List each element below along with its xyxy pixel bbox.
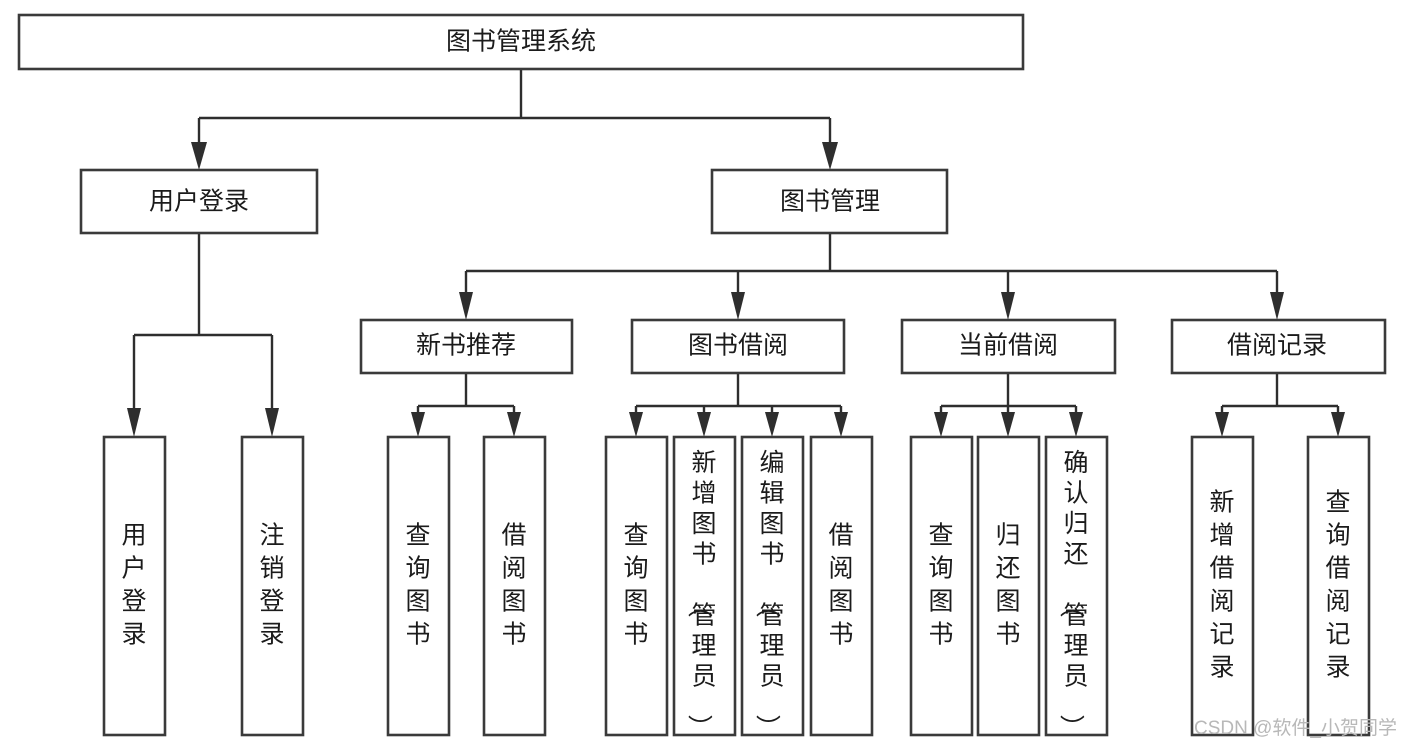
node-leaf-nbr-query-book-label: 查询图书	[405, 521, 430, 648]
arrow-head-current-borrow	[1001, 292, 1015, 320]
node-leaf-nbr-query-book[interactable]: 查询图书	[386, 435, 451, 737]
arrow-head-book-manage	[822, 142, 838, 170]
node-leaf-cb-return-book[interactable]: 归还图书	[976, 435, 1041, 737]
node-leaf-bb-borrow-book[interactable]: 借阅图书	[809, 435, 874, 737]
node-leaf-bb-edit-book-label: 编辑图书（管理员）	[753, 449, 784, 740]
node-new-book-recommend-box[interactable]	[359, 318, 574, 375]
node-leaf-nbr-borrow-book-label: 借阅图书	[501, 521, 526, 648]
arrow-head-cb-leaf-3	[1069, 412, 1083, 437]
node-leaf-user-login-label: 用户登录	[121, 521, 146, 648]
node-user-login[interactable]: 用户登录	[79, 168, 319, 235]
node-book-manage[interactable]: 图书管理	[710, 168, 949, 235]
node-leaf-br-add-record[interactable]: 新增借阅记录	[1190, 435, 1255, 737]
node-leaf-nbr-borrow-book[interactable]: 借阅图书	[482, 435, 547, 737]
node-leaf-cb-confirm-return-box[interactable]	[1044, 435, 1109, 737]
arrow-head-cb-leaf-2	[1001, 412, 1015, 437]
node-root-system[interactable]: 图书管理系统	[17, 13, 1025, 71]
node-leaf-bb-borrow-book-box[interactable]	[809, 435, 874, 737]
node-leaf-bb-edit-book-box[interactable]	[740, 435, 805, 737]
arrow-head-borrow-record	[1270, 292, 1284, 320]
arrow-head-br-leaf-1	[1215, 412, 1229, 437]
arrow-head-leaf-user-login	[127, 408, 141, 437]
arrow-head-nbr-leaf-2	[507, 412, 521, 437]
node-book-manage-label: 图书管理	[780, 188, 880, 216]
connector-group-book-borrow	[629, 373, 848, 437]
node-leaf-cb-query-book[interactable]: 查询图书	[909, 435, 974, 737]
node-root-system-label: 图书管理系统	[446, 28, 596, 56]
node-leaf-cb-confirm-return-label: 确认归还（管理员）	[1057, 449, 1088, 740]
node-leaf-cb-confirm-return[interactable]: 确认归还（管理员）	[1044, 435, 1109, 740]
node-leaf-nbr-query-book-box[interactable]	[386, 435, 451, 737]
node-root-system-box[interactable]	[17, 13, 1025, 71]
node-current-borrow-label: 当前借阅	[958, 332, 1058, 360]
node-leaf-br-add-record-box[interactable]	[1190, 435, 1255, 737]
node-leaf-bb-edit-book[interactable]: 编辑图书（管理员）	[740, 435, 805, 740]
arrow-head-cb-leaf-1	[934, 412, 948, 437]
node-leaf-user-login[interactable]: 用户登录	[102, 435, 167, 737]
node-book-borrow[interactable]: 图书借阅	[630, 318, 846, 375]
node-leaf-bb-query-book-label: 查询图书	[623, 521, 648, 648]
connector-group-root	[191, 69, 838, 170]
node-leaf-bb-add-book-label: 新增图书（管理员）	[685, 449, 716, 740]
connector-group-user-login	[127, 233, 279, 437]
node-borrow-record[interactable]: 借阅记录	[1170, 318, 1387, 375]
arrow-head-leaf-logout	[265, 408, 279, 437]
node-leaf-user-login-box[interactable]	[102, 435, 167, 737]
node-user-login-label: 用户登录	[149, 188, 249, 216]
node-book-borrow-label: 图书借阅	[688, 332, 788, 360]
node-leaf-logout-label: 注销登录	[259, 521, 284, 648]
arrow-head-bb-leaf-1	[629, 412, 643, 437]
node-leaf-br-query-record-label: 查询借阅记录	[1325, 488, 1350, 681]
node-current-borrow-box[interactable]	[900, 318, 1117, 375]
arrow-head-bb-leaf-4	[834, 412, 848, 437]
node-leaf-bb-query-book-box[interactable]	[604, 435, 669, 737]
node-leaf-bb-query-book[interactable]: 查询图书	[604, 435, 669, 737]
arrow-head-bb-leaf-2	[697, 412, 711, 437]
node-new-book-recommend-label: 新书推荐	[416, 332, 516, 360]
node-leaf-logout[interactable]: 注销登录	[240, 435, 305, 737]
node-leaf-cb-return-book-label: 归还图书	[995, 521, 1020, 648]
node-leaf-nbr-borrow-book-box[interactable]	[482, 435, 547, 737]
arrow-head-br-leaf-2	[1331, 412, 1345, 437]
node-leaf-logout-box[interactable]	[240, 435, 305, 737]
node-user-login-box[interactable]	[79, 168, 319, 235]
connector-group-current-borrow	[934, 373, 1083, 437]
arrow-head-bb-leaf-3	[765, 412, 779, 437]
node-leaf-br-query-record[interactable]: 查询借阅记录	[1306, 435, 1371, 737]
node-leaf-bb-add-book-box[interactable]	[672, 435, 737, 737]
node-book-borrow-box[interactable]	[630, 318, 846, 375]
arrow-head-new-book-recommend	[459, 292, 473, 320]
node-leaf-cb-query-book-box[interactable]	[909, 435, 974, 737]
node-borrow-record-box[interactable]	[1170, 318, 1387, 375]
connector-group-new-book-recommend	[411, 373, 521, 437]
arrow-head-user-login	[191, 142, 207, 170]
csdn-watermark: CSDN @软件_小贺同学	[1194, 717, 1397, 739]
node-leaf-br-add-record-label: 新增借阅记录	[1209, 488, 1234, 681]
connector-group-book-manage	[459, 233, 1284, 320]
node-leaf-cb-query-book-label: 查询图书	[928, 521, 953, 648]
arrow-head-nbr-leaf-1	[411, 412, 425, 437]
connector-group-borrow-record	[1215, 373, 1345, 437]
node-new-book-recommend[interactable]: 新书推荐	[359, 318, 574, 375]
node-current-borrow[interactable]: 当前借阅	[900, 318, 1117, 375]
node-leaf-bb-borrow-book-label: 借阅图书	[828, 521, 853, 648]
node-leaf-bb-add-book[interactable]: 新增图书（管理员）	[672, 435, 737, 740]
arrow-head-book-borrow	[731, 292, 745, 320]
node-borrow-record-label: 借阅记录	[1227, 332, 1327, 360]
node-leaf-cb-return-book-box[interactable]	[976, 435, 1041, 737]
node-leaf-br-query-record-box[interactable]	[1306, 435, 1371, 737]
node-book-manage-box[interactable]	[710, 168, 949, 235]
